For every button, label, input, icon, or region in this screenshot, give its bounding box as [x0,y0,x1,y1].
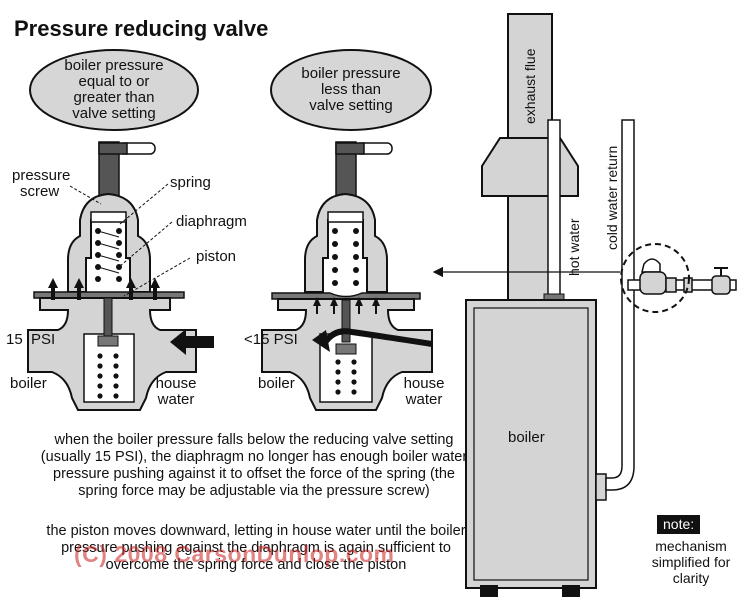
right-psi-label: <15 PSI [244,331,298,348]
house-water-line: house [155,375,197,392]
right-bonnet [304,192,388,293]
boiler-label: boiler [508,429,545,446]
right-flow-arrow [321,328,433,347]
right-boiler-label: boiler [258,375,295,392]
left-pressure-screw [98,141,156,201]
right-bubble-line: valve setting [309,97,393,114]
boiler-assembly [432,13,737,597]
note-line: mechanism [655,538,727,554]
page-title: Pressure reducing valve [14,16,269,41]
left-bubble-line: greater than [73,89,155,106]
right-spring [327,211,364,286]
right-bubble-line: boiler pressure [301,65,401,82]
left-house-water-label: house water [148,376,204,408]
left-bubble-text: boiler pressure equal to or greater than… [40,58,188,122]
right-valve [261,49,433,411]
pressure-screw-label: pressure screw [12,168,70,200]
note-badge: note: [657,515,701,534]
pressure-screw-line: screw [20,183,60,200]
note-line: clarity [672,570,710,586]
left-pressure-arrows [48,278,160,300]
draft-hood [481,137,579,197]
left-bubble-line: valve setting [72,105,156,122]
copyright-watermark: (C) 2008 CarsonDunlop.com [74,541,395,567]
valve-highlight-circle [620,243,690,313]
hot-water-label: hot water [566,218,582,276]
right-bubble [270,49,432,131]
house-water-line: water [157,391,195,408]
description-paragraph-2: the piston moves downward, letting in ho… [46,523,466,573]
right-house-water-label: house water [396,376,452,408]
note-text: mechanism simplified for clarity [635,538,747,586]
left-bonnet [67,192,151,293]
piston-label: piston [196,248,237,265]
pressure-screw-line: pressure [12,167,71,184]
reducing-valve-small [627,258,737,295]
left-bubble-line: equal to or [78,73,150,90]
left-bubble [29,49,199,131]
left-boiler-label: boiler [10,375,47,392]
boiler-body [465,299,597,589]
left-house-water-arrow [170,329,214,355]
left-bubble-line: boiler pressure [64,57,164,74]
exhaust-flue-label: exhaust flue [522,48,538,125]
house-water-line: house [403,375,445,392]
diaphragm-label: diaphragm [176,213,247,230]
description-paragraph-1: when the boiler pressure falls below the… [40,432,468,499]
right-bubble-text: boiler pressure less than valve setting [281,66,421,114]
cold-water-return-label: cold water return [604,145,620,250]
right-bubble-line: less than [320,81,382,98]
right-pressure-screw [335,141,393,201]
note-line: simplified for [651,554,731,570]
spring-label: spring [170,174,211,191]
left-spring [90,211,127,282]
left-psi-label: 15 PSI [6,331,56,348]
hot-water-pipe [547,119,561,303]
house-water-line: water [405,391,443,408]
cold-water-return-pipe [605,119,635,491]
left-valve [27,49,214,411]
